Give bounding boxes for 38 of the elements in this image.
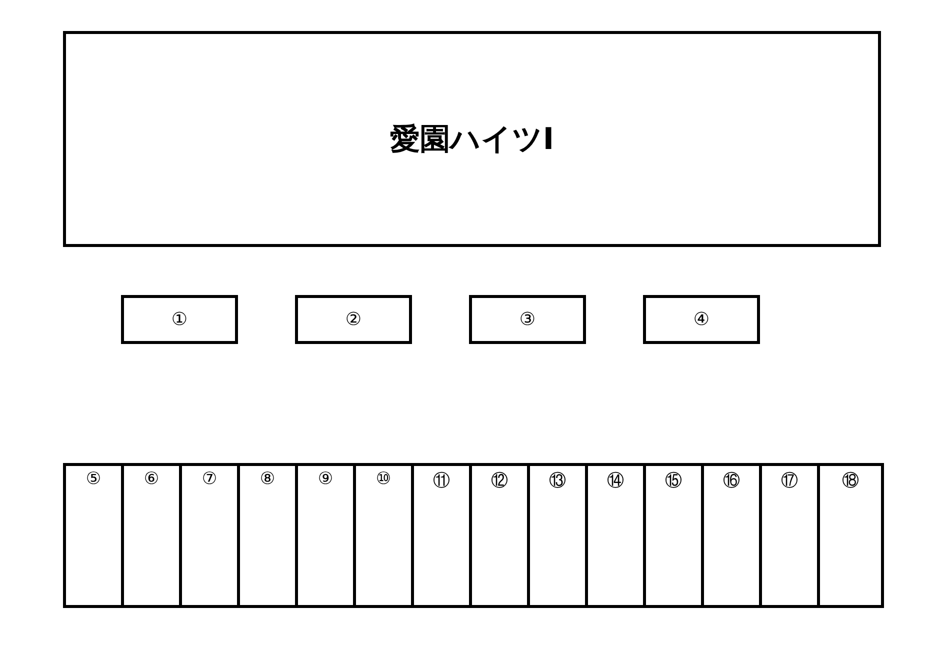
space-number: ⑨ <box>318 469 334 489</box>
space-number: ⑫ <box>491 470 508 492</box>
parking-space <box>527 463 588 608</box>
building-block <box>63 31 881 247</box>
parking-space <box>585 463 646 608</box>
parking-space <box>817 463 884 608</box>
space-number: ① <box>171 309 188 330</box>
parking-space <box>643 463 704 608</box>
parking-space <box>179 463 240 608</box>
building-name: 愛園ハイツⅠ <box>390 120 554 158</box>
space-number: ⑭ <box>607 470 624 492</box>
space-number: ⑱ <box>842 470 859 492</box>
parking-space <box>237 463 298 608</box>
parking-space <box>469 295 586 344</box>
parking-space <box>643 295 760 344</box>
parking-space <box>411 463 472 608</box>
parking-space <box>469 463 530 608</box>
space-number: ④ <box>693 309 710 330</box>
parking-space <box>701 463 762 608</box>
space-number: ⑮ <box>665 470 682 492</box>
parking-space <box>759 463 820 608</box>
space-number: ⑥ <box>144 469 160 489</box>
space-number: ⑯ <box>723 470 740 492</box>
parking-space <box>353 463 414 608</box>
space-number: ⑪ <box>433 470 450 492</box>
space-number: ⑬ <box>549 470 566 492</box>
space-number: ⑤ <box>86 469 102 489</box>
space-number: ⑩ <box>376 469 392 489</box>
space-number: ③ <box>519 309 536 330</box>
parking-space <box>295 463 356 608</box>
parking-space <box>295 295 412 344</box>
space-number: ② <box>345 309 362 330</box>
space-number: ⑰ <box>781 470 798 492</box>
parking-space <box>121 463 182 608</box>
space-number: ⑧ <box>260 469 276 489</box>
space-number: ⑦ <box>202 469 218 489</box>
parking-space <box>63 463 124 608</box>
parking-space <box>121 295 238 344</box>
